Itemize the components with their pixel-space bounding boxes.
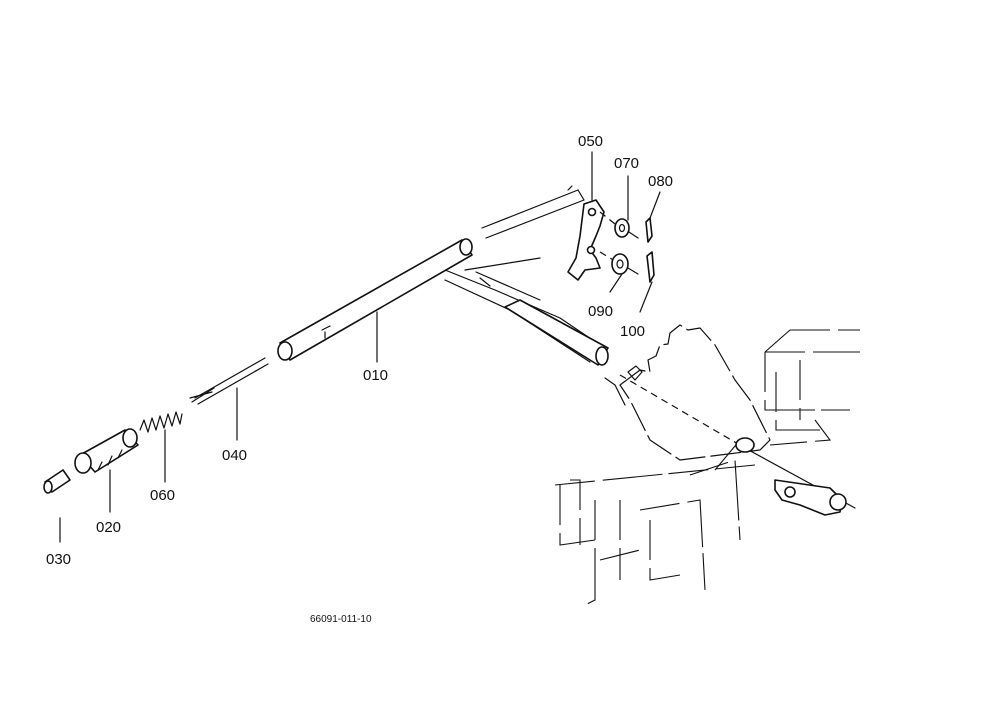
washer-070	[614, 218, 639, 239]
washer-090	[611, 253, 639, 275]
tractor-frame	[554, 329, 860, 606]
push-rod-040	[189, 357, 269, 405]
notched-quadrant	[604, 324, 771, 461]
callout-100: 100	[620, 323, 645, 340]
drawing-code: 66091-011-10	[310, 614, 372, 625]
callout-labels: 050 070 080 090 100 010 040 060 020 030	[46, 133, 673, 568]
callout-060: 060	[150, 487, 175, 504]
cotter-pin-080	[645, 217, 653, 243]
callout-070: 070	[614, 155, 639, 172]
grip-020	[74, 428, 139, 474]
callout-010: 010	[363, 367, 388, 384]
callout-040: 040	[222, 447, 247, 464]
cotter-pin-100	[646, 251, 655, 283]
callout-080: 080	[648, 173, 673, 190]
leader-lines	[59, 151, 661, 543]
lever-tube-010	[277, 238, 609, 366]
pivot-assembly	[619, 374, 856, 516]
callout-050: 050	[578, 133, 603, 150]
callout-020: 020	[96, 519, 121, 536]
callout-090: 090	[588, 303, 613, 320]
callout-030: 030	[46, 551, 71, 568]
spring-060	[139, 411, 183, 433]
lever-plate-050	[567, 199, 621, 281]
pin-030	[43, 469, 71, 494]
upper-rod	[481, 185, 585, 239]
